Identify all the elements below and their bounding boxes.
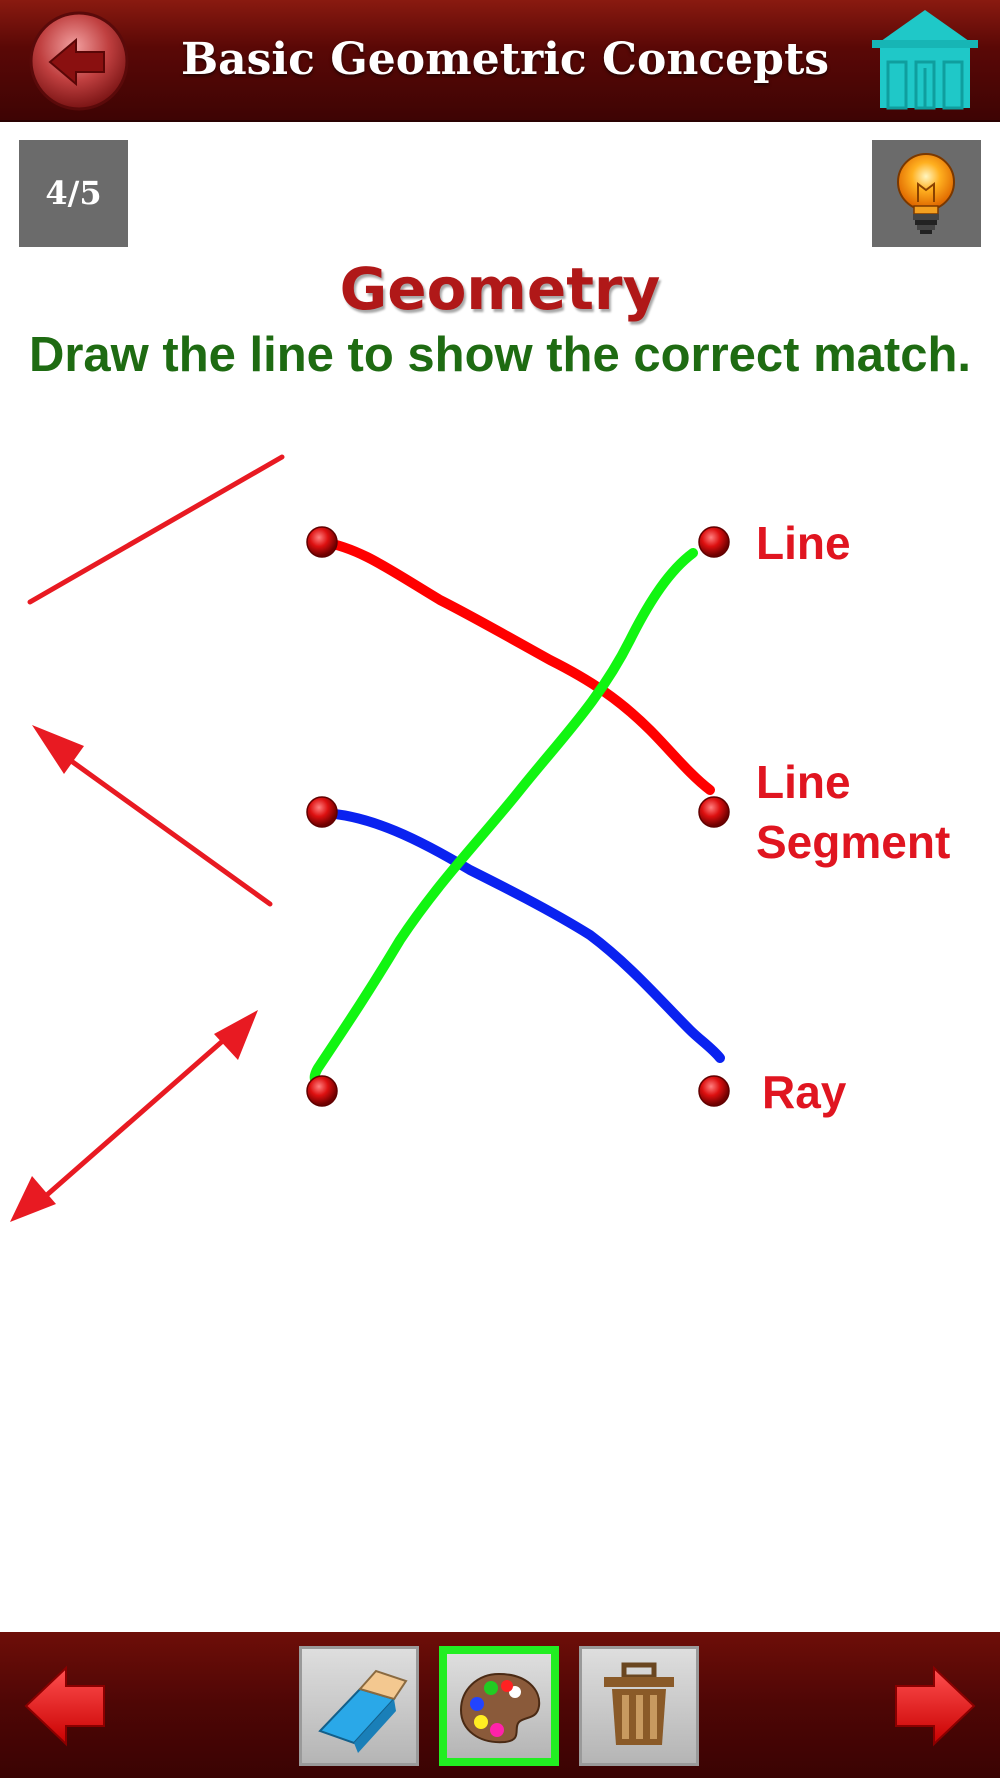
subject-title: Geometry (339, 255, 661, 323)
label-line-segment-text-2: Segment (756, 816, 951, 868)
connection-line-blue (318, 808, 725, 1063)
connection-line-green (309, 548, 698, 1088)
palette-button[interactable] (439, 1646, 559, 1766)
home-button[interactable] (870, 8, 980, 112)
page-indicator: 4/5 (19, 140, 128, 247)
prev-arrow-icon (24, 1665, 105, 1747)
label-line-text: Line (756, 517, 851, 569)
app-title: Basic Geometric Concepts (180, 34, 830, 85)
palette-icon (459, 1672, 541, 1744)
label-line: Line (756, 513, 851, 573)
ray-figure (32, 725, 273, 907)
left-dot-1[interactable] (306, 526, 338, 558)
right-dot-3[interactable] (698, 1075, 730, 1107)
eraser-button[interactable] (299, 1646, 419, 1766)
line-segment-figure (27, 454, 285, 605)
left-dot-3[interactable] (306, 1075, 338, 1107)
instructions: Draw the line to show the correct match. (28, 328, 972, 382)
bottom-toolbar (0, 1632, 1000, 1778)
hint-button[interactable] (872, 140, 981, 247)
top-bar: Basic Geometric Concepts (0, 0, 1000, 122)
match-area[interactable]: Line Line Segment Ray (0, 400, 1000, 1250)
home-icon (872, 10, 978, 110)
connection-line-red (318, 537, 715, 795)
next-arrow-icon (895, 1665, 976, 1747)
match-canvas[interactable] (0, 400, 1000, 1250)
line-figure (10, 1010, 258, 1222)
label-line-segment-text-1: Line (756, 756, 851, 808)
label-ray: Ray (762, 1062, 846, 1122)
lightbulb-icon (897, 153, 955, 234)
trash-button[interactable] (579, 1646, 699, 1766)
back-button[interactable] (28, 10, 130, 112)
trash-icon (604, 1662, 674, 1745)
next-button[interactable] (888, 1660, 980, 1752)
label-ray-text: Ray (762, 1066, 847, 1118)
label-line-segment: Line Segment (756, 752, 950, 872)
back-arrow-icon (29, 11, 129, 111)
right-dot-2[interactable] (698, 796, 730, 828)
prev-button[interactable] (20, 1660, 112, 1752)
eraser-icon (318, 1669, 408, 1753)
right-dot-1[interactable] (698, 526, 730, 558)
left-dot-2[interactable] (306, 796, 338, 828)
